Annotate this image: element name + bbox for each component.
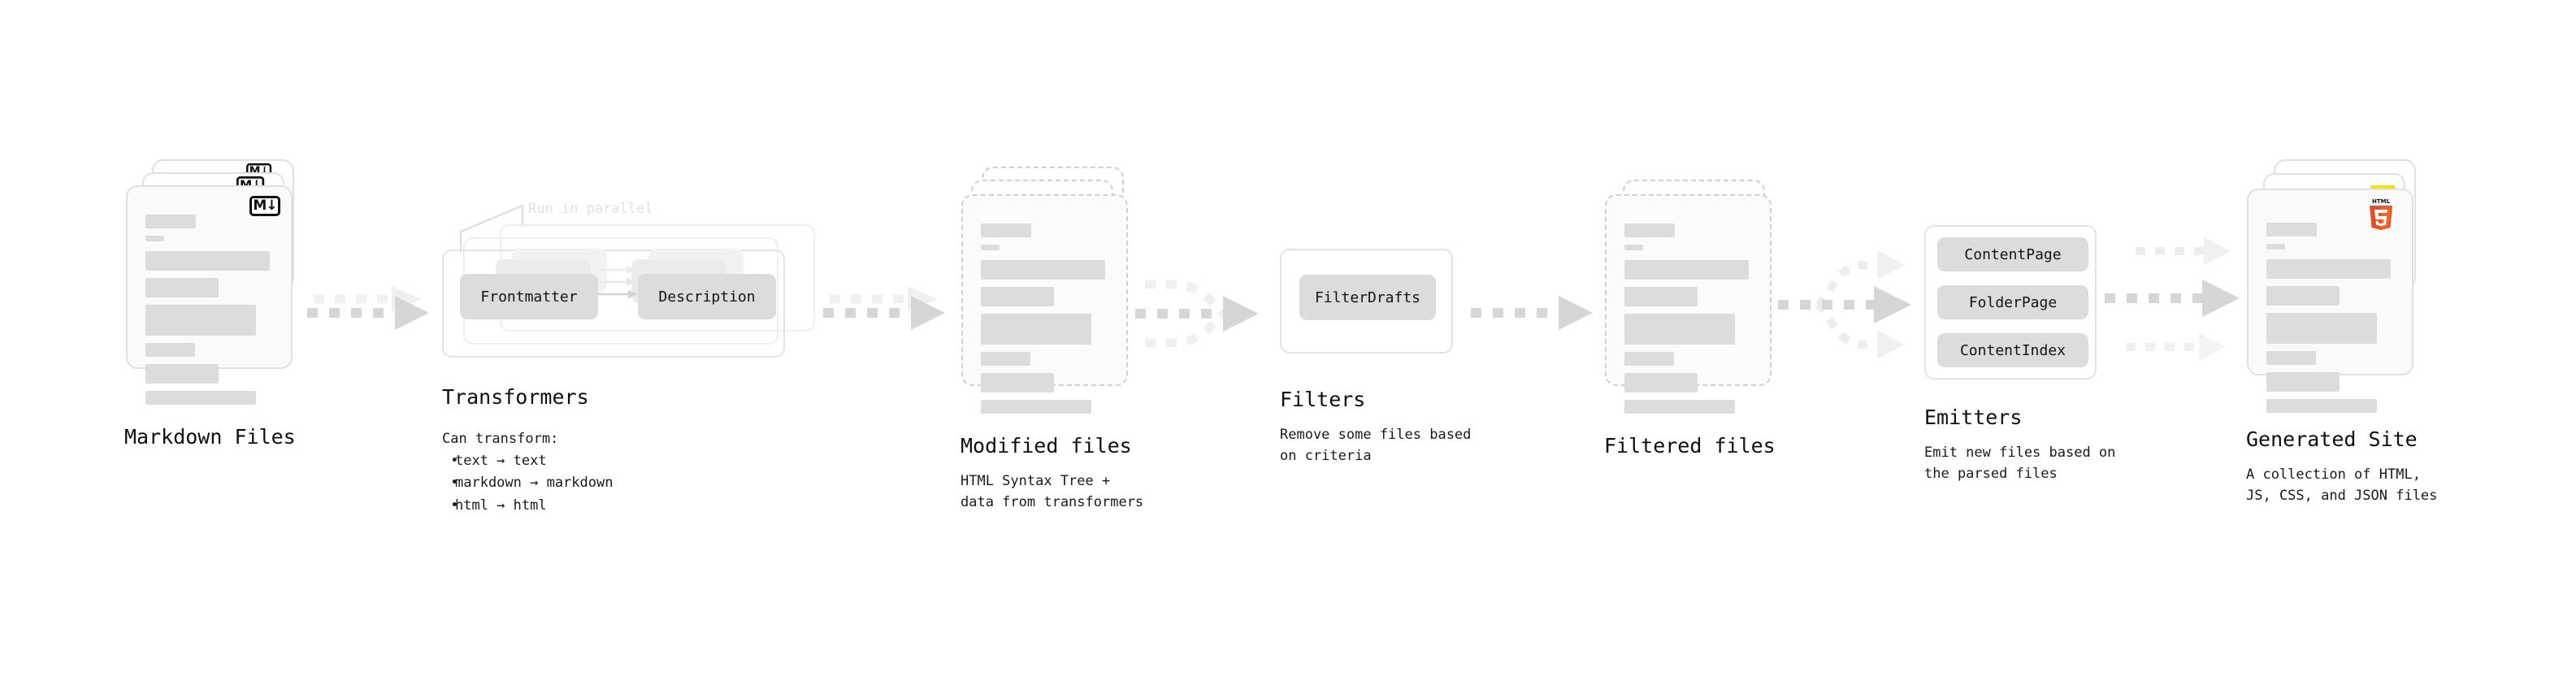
transformers-list-item-1: •markdown → markdown <box>442 475 614 492</box>
subtitle-modified-files: HTML Syntax Tree + data from transformer… <box>961 471 1143 514</box>
label-filters: Filters <box>1280 388 1366 411</box>
html5-badge: HTML <box>2367 197 2395 230</box>
label-markdown-files: Markdown Files <box>124 425 296 449</box>
transformer-node-description[interactable]: Description <box>638 274 776 319</box>
transformer-node-description-label: Description <box>658 288 756 306</box>
subtitle-emitters-line-1: the parsed files <box>1924 466 2058 483</box>
subtitle-generated-site: A collection of HTML, JS, CSS, and JSON … <box>2246 464 2437 507</box>
transformer-node-frontmatter[interactable]: Frontmatter <box>460 274 598 319</box>
transformer-inner-arrow-front <box>594 288 641 300</box>
subtitle-emitters-line-0: Emit new files based on <box>1924 445 2116 461</box>
modified-card-front <box>961 194 1128 414</box>
emitter-node-contentindex-label: ContentIndex <box>1959 341 2066 359</box>
label-generated-site: Generated Site <box>2246 427 2418 451</box>
transformer-node-frontmatter-label: Frontmatter <box>480 288 578 306</box>
arrow-filtered-to-emitters <box>1778 240 1918 366</box>
stage-markdown-files: M↓ M↓ M↓ Markdown Files <box>124 159 297 449</box>
emitter-node-folderpage[interactable]: FolderPage <box>1937 285 2088 319</box>
filtered-file-stack <box>1605 167 1776 414</box>
filter-node-filterdrafts-label: FilterDrafts <box>1314 288 1421 306</box>
arrow-emitters-to-site <box>2105 232 2247 362</box>
modified-file-stack <box>961 167 1132 414</box>
label-transformers: Transformers <box>442 385 589 409</box>
stage-modified-files: Modified files HTML Syntax Tree + data f… <box>961 167 1143 510</box>
generated-placeholder-bars <box>2266 223 2396 420</box>
markdown-file-stack: M↓ M↓ M↓ <box>126 159 297 405</box>
svg-text:HTML: HTML <box>2372 198 2391 205</box>
modified-placeholder-bars <box>981 223 1110 421</box>
markdown-badge-front: M↓ <box>249 196 280 216</box>
transformers-list-intro: Can transform: <box>442 431 559 447</box>
subtitle-filters: Remove some files based on criteria <box>1280 424 1471 467</box>
markdown-placeholder-bars <box>145 215 275 412</box>
subtitle-modified-files-line-1: data from transformers <box>961 494 1144 511</box>
arrow-transformers-to-modified <box>823 286 949 343</box>
subtitle-generated-site-line-0: A collection of HTML, <box>2246 466 2421 483</box>
transformer-inner-arrow-back-2 <box>599 264 640 275</box>
run-in-parallel-bracket <box>459 199 549 253</box>
subtitle-modified-files-line-0: HTML Syntax Tree + <box>961 473 1111 489</box>
subtitle-generated-site-line-1: JS, CSS, and JSON files <box>2246 488 2438 505</box>
label-emitters: Emitters <box>1924 406 2023 429</box>
subtitle-filters-line-1: on criteria <box>1280 448 1372 465</box>
filtered-card-front <box>1605 194 1772 414</box>
label-modified-files: Modified files <box>961 434 1132 458</box>
filter-node-filterdrafts[interactable]: FilterDrafts <box>1299 275 1436 320</box>
transformer-inner-arrow-back-1 <box>599 276 640 288</box>
emitter-node-folderpage-label: FolderPage <box>1968 293 2058 311</box>
subtitle-filters-line-0: Remove some files based <box>1280 427 1472 443</box>
arrow-markdown-to-transformers <box>307 286 433 343</box>
transformers-list-item-0: •text → text <box>442 453 547 470</box>
subtitle-emitters: Emit new files based on the parsed files <box>1924 442 2115 485</box>
emitters-frame: ContentPage FolderPage ContentIndex <box>1924 225 2097 380</box>
markdown-card-front: M↓ <box>126 185 293 405</box>
run-in-parallel-label: Run in parallel <box>528 201 653 217</box>
transformers-list-item-2: •html → html <box>442 497 547 514</box>
arrow-filters-to-filtered <box>1471 286 1597 343</box>
label-filtered-files: Filtered files <box>1604 434 1776 458</box>
generated-file-stack: CSS HTML <box>2247 159 2422 413</box>
emitter-node-contentpage[interactable]: ContentPage <box>1937 237 2088 271</box>
transformer-frame-front <box>442 249 785 358</box>
generated-card-front-html: HTML <box>2247 189 2413 413</box>
transformers-capability-list: Can transform: •text → text •markdown → … <box>442 428 613 517</box>
filtered-placeholder-bars <box>1624 223 1754 421</box>
emitter-node-contentpage-label: ContentPage <box>1964 245 2062 263</box>
emitter-node-contentindex[interactable]: ContentIndex <box>1937 333 2088 367</box>
stage-generated-site: CSS HTML <box>2246 159 2437 504</box>
filters-frame: FilterDrafts <box>1280 249 1453 354</box>
stage-filtered-files: Filtered files <box>1604 167 1776 458</box>
arrow-modified-to-filters <box>1135 268 1265 362</box>
